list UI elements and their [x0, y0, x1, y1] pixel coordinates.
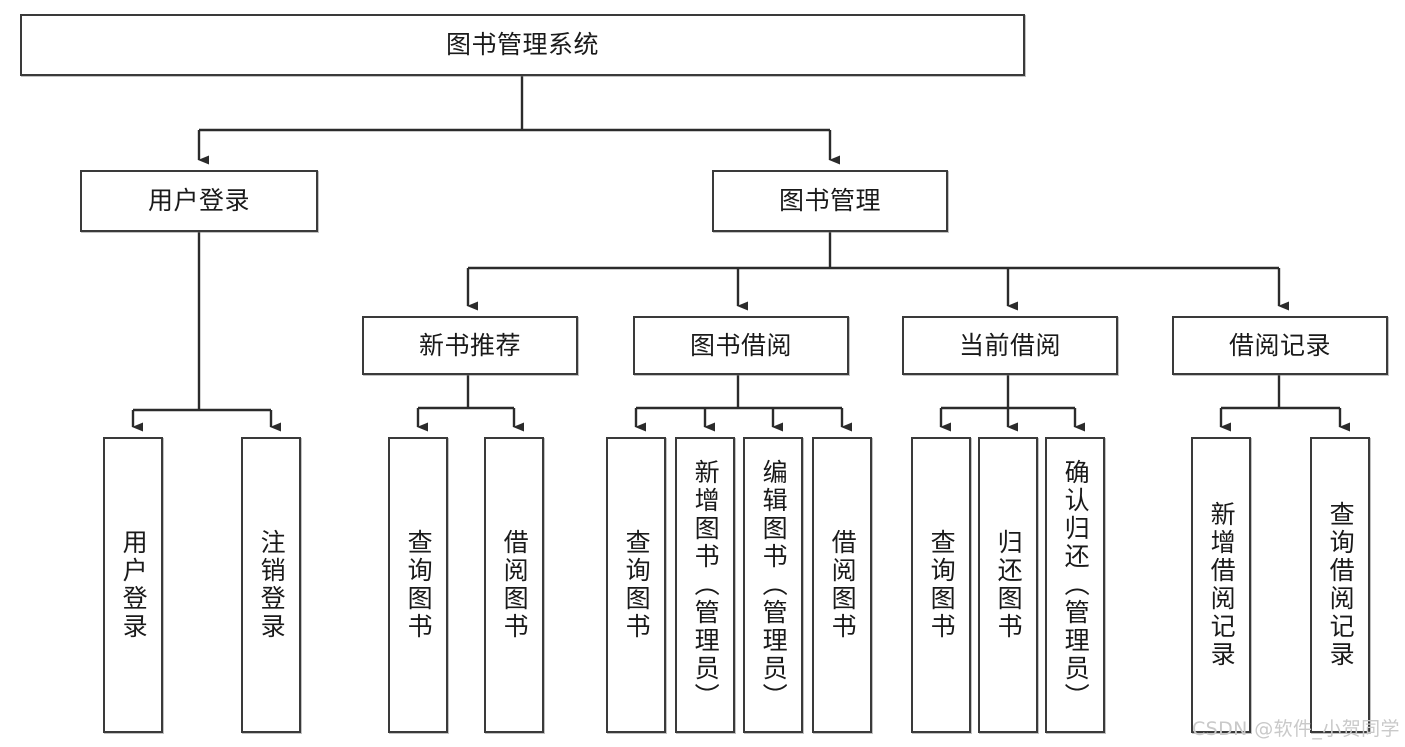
leaf-record-add-record[interactable]: 新增借阅记录 [1191, 437, 1251, 733]
node-label: 用户登录 [147, 186, 250, 216]
node-label: 用户登录 [119, 529, 149, 641]
node-label: 图书管理系统 [445, 30, 599, 60]
node-label: 当前借阅 [958, 330, 1061, 360]
node-label: 查询借阅记录 [1326, 501, 1356, 669]
node-label: 新增借阅记录 [1207, 501, 1237, 669]
leaf-current-query-books[interactable]: 查询图书 [911, 437, 971, 733]
leaf-current-return-books[interactable]: 归还图书 [978, 437, 1038, 733]
node-book-management[interactable]: 图书管理 [712, 170, 948, 232]
leaf-newbook-query-books[interactable]: 查询图书 [388, 437, 448, 733]
leaf-borrow-borrow-books[interactable]: 借阅图书 [812, 437, 872, 733]
leaf-newbook-borrow-books[interactable]: 借阅图书 [484, 437, 544, 733]
node-current-borrow[interactable]: 当前借阅 [902, 316, 1118, 375]
node-label: 归还图书 [994, 529, 1024, 641]
node-user-login[interactable]: 用户登录 [80, 170, 318, 232]
leaf-record-query-record[interactable]: 查询借阅记录 [1310, 437, 1370, 733]
csdn-watermark: CSDN @软件_小贺同学 [1192, 718, 1400, 740]
node-label: 新书推荐 [418, 330, 521, 360]
leaf-user-login-signin[interactable]: 用户登录 [103, 437, 163, 733]
leaf-borrow-query-books[interactable]: 查询图书 [606, 437, 666, 733]
node-label: 借阅图书 [500, 529, 530, 641]
node-label: 编辑图书（管理员） [759, 459, 789, 711]
node-label: 查询图书 [927, 529, 957, 641]
node-label: 图书管理 [778, 186, 881, 216]
node-label: 借阅记录 [1228, 330, 1331, 360]
leaf-current-confirm-return-admin[interactable]: 确认归还（管理员） [1045, 437, 1105, 733]
node-book-borrow[interactable]: 图书借阅 [633, 316, 849, 375]
node-label: 注销登录 [257, 529, 287, 641]
node-root-book-management-system[interactable]: 图书管理系统 [20, 14, 1025, 76]
node-label: 查询图书 [622, 529, 652, 641]
node-new-book-recommend[interactable]: 新书推荐 [362, 316, 578, 375]
node-label: 新增图书（管理员） [691, 459, 721, 711]
node-label: 确认归还（管理员） [1061, 459, 1091, 711]
node-borrow-record[interactable]: 借阅记录 [1172, 316, 1388, 375]
node-label: 查询图书 [404, 529, 434, 641]
leaf-user-login-signout[interactable]: 注销登录 [241, 437, 301, 733]
leaf-borrow-add-book-admin[interactable]: 新增图书（管理员） [675, 437, 735, 733]
node-label: 图书借阅 [689, 330, 792, 360]
leaf-borrow-edit-book-admin[interactable]: 编辑图书（管理员） [743, 437, 803, 733]
node-label: 借阅图书 [828, 529, 858, 641]
